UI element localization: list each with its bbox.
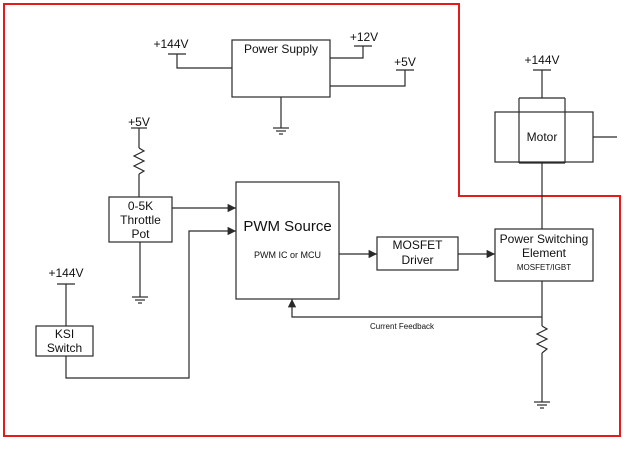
switching-label-1: Power Switching (500, 232, 589, 246)
throttle-pot: +5V 0-5K Throttle Pot (108, 115, 173, 304)
ksi-label-1: KSI (55, 327, 74, 341)
rail-12v-output: +12V (350, 30, 378, 44)
motor-box (494, 111, 594, 163)
wire-current-feedback (287, 299, 542, 318)
throttle-label-2: Throttle (120, 213, 161, 227)
throttle-label-3: Pot (131, 227, 150, 241)
pwm-source-box (235, 181, 340, 300)
mosfet-driver: MOSFET Driver (376, 236, 459, 271)
rail-5v-throttle: +5V (128, 115, 150, 129)
resistor-symbol-sense (535, 325, 549, 354)
ksi-label-2: Switch (47, 341, 82, 355)
power-supply: Power Supply +144V +12V +5V (153, 30, 416, 135)
throttle-pot-box (108, 196, 173, 243)
ground-symbol-sense (534, 401, 550, 409)
switching-label-3: MOSFET/IGBT (517, 263, 571, 272)
ground-symbol-throttle (132, 296, 148, 304)
rail-144v-ksi: +144V (48, 266, 83, 280)
driver-label-1: MOSFET (393, 238, 444, 252)
ksi-switch-box (35, 325, 94, 357)
ground-symbol-power-supply (273, 127, 289, 135)
current-sense: Current Feedback (287, 281, 550, 409)
controller-boundary (3, 3, 621, 437)
motor: +144V Motor (494, 53, 617, 229)
power-supply-label: Power Supply (244, 42, 318, 56)
switching-label-2: Element (522, 246, 567, 260)
pwm-source-subtitle: PWM IC or MCU (254, 250, 321, 260)
motor-label: Motor (527, 130, 558, 144)
pwm-source-title: PWM Source (243, 218, 331, 235)
resistor-symbol-throttle (132, 147, 146, 175)
current-feedback-label: Current Feedback (370, 322, 435, 331)
power-switching-box (494, 228, 594, 282)
rail-144v-supply-input: +144V (153, 37, 188, 51)
ksi-switch: +144V KSI Switch (35, 266, 94, 357)
rail-5v-output: +5V (394, 55, 416, 69)
throttle-label-1: 0-5K (128, 199, 153, 213)
power-switching-element: Power Switching Element MOSFET/IGBT (494, 228, 594, 282)
wire-ksi-to-pwm (65, 226, 236, 379)
rail-144v-motor: +144V (524, 53, 559, 67)
driver-label-2: Driver (402, 253, 434, 267)
mosfet-driver-box (376, 236, 459, 271)
pwm-source: PWM Source PWM IC or MCU (235, 181, 340, 300)
